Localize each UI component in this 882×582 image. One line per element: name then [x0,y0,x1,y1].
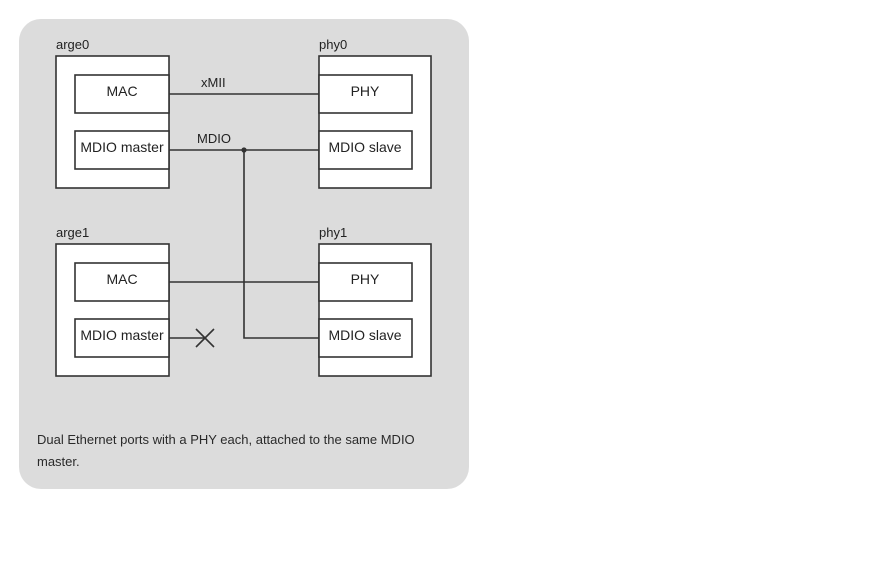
phy1-mdio-label: MDIO slave [328,327,401,343]
phy1-label: phy1 [319,225,347,240]
arge1-mdio-box [74,318,170,358]
arge1-mdio-label: MDIO master [80,327,164,343]
mdio-wire-label: MDIO [197,131,231,146]
phy0-label: phy0 [319,37,347,52]
arge0-mac-label: MAC [106,83,137,99]
phy0-phy-box [318,74,413,114]
x-mark-icon [195,328,215,348]
diagram-caption: Dual Ethernet ports with a PHY each, att… [37,432,415,469]
phy0-mdio-box [318,130,413,170]
phy0-phy-label: PHY [351,83,380,99]
arge1-label: arge1 [56,225,89,240]
arge1-mac-label: MAC [106,271,137,287]
arge0-mdio-box [74,130,170,170]
phy1-phy-label: PHY [351,271,380,287]
arge0-label: arge0 [56,37,89,52]
phy0-mdio-label: MDIO slave [328,139,401,155]
mdio-wire-1 [243,150,319,339]
arge0-mac-box [74,74,170,114]
xmii-wire-label: xMII [201,75,226,90]
phy1-mdio-box [318,318,413,358]
arge0-mdio-label: MDIO master [80,139,164,155]
arge1-mac-box [74,262,170,302]
